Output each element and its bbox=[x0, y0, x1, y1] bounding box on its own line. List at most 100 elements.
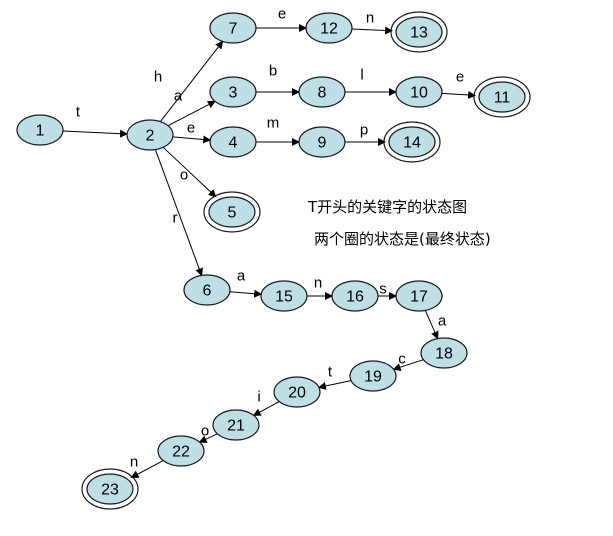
transition-9-14: p bbox=[345, 122, 386, 146]
state-4: 4 bbox=[209, 126, 257, 158]
state-18: 18 bbox=[420, 337, 468, 369]
state-19: 19 bbox=[349, 360, 397, 392]
state-label: 23 bbox=[101, 482, 119, 499]
transition-symbol: a bbox=[174, 88, 183, 105]
transition-arrow bbox=[441, 90, 477, 99]
state-node bbox=[420, 337, 468, 369]
diagram-note: 两个圈的状态是(最终状态) bbox=[314, 230, 491, 248]
transition-2-5: o bbox=[162, 146, 217, 198]
transition-7-12: e bbox=[256, 6, 307, 32]
transition-symbol: i bbox=[257, 389, 260, 406]
transition-arrow bbox=[62, 129, 129, 138]
state-label: 3 bbox=[229, 85, 238, 102]
transition-17-18: a bbox=[424, 310, 447, 340]
transition-symbol: p bbox=[360, 122, 368, 139]
state-node bbox=[395, 280, 443, 312]
transition-arrow bbox=[392, 359, 424, 371]
transition-arrow bbox=[229, 289, 263, 298]
transition-symbol: e bbox=[187, 120, 195, 137]
state-node bbox=[209, 12, 257, 44]
final-state-ring bbox=[203, 191, 261, 233]
state-node bbox=[260, 280, 308, 312]
final-state-ring bbox=[473, 76, 531, 118]
state-label: 14 bbox=[403, 135, 421, 152]
state-node bbox=[183, 274, 231, 306]
state-6: 6 bbox=[183, 274, 231, 306]
state-label: 6 bbox=[203, 283, 212, 300]
transition-2-7: h bbox=[154, 40, 224, 122]
state-node bbox=[298, 126, 346, 158]
state-label: 9 bbox=[318, 135, 327, 152]
diagram-title: T开头的关键字的状态图 bbox=[308, 198, 468, 216]
transition-symbol: e bbox=[456, 69, 464, 86]
final-state-ring bbox=[81, 468, 139, 510]
state-10: 10 bbox=[395, 76, 443, 108]
state-node bbox=[331, 280, 379, 312]
state-node bbox=[349, 360, 397, 392]
transition-symbol: r bbox=[173, 210, 178, 227]
transition-arrow bbox=[159, 40, 224, 122]
transition-1-2: t bbox=[62, 104, 129, 138]
transition-arrow bbox=[351, 26, 394, 35]
state-label: 5 bbox=[228, 205, 237, 222]
transition-20-21: i bbox=[252, 389, 280, 416]
state-node bbox=[395, 76, 443, 108]
transition-symbol: o bbox=[180, 167, 188, 184]
state-14-final: 14 bbox=[383, 121, 441, 163]
transition-4-9: m bbox=[256, 115, 300, 146]
transition-12-13: n bbox=[351, 10, 394, 35]
state-9: 9 bbox=[298, 126, 346, 158]
transition-symbol: t bbox=[328, 364, 333, 381]
transition-symbol: h bbox=[154, 69, 162, 86]
state-label: 21 bbox=[227, 418, 245, 435]
state-label: 22 bbox=[172, 444, 190, 461]
state-label: 17 bbox=[410, 289, 428, 306]
transition-arrow bbox=[424, 310, 439, 340]
state-3: 3 bbox=[209, 76, 257, 108]
transition-19-20: t bbox=[317, 364, 352, 390]
state-node bbox=[388, 126, 436, 158]
transition-18-19: c bbox=[392, 351, 424, 371]
state-17: 17 bbox=[395, 280, 443, 312]
state-5-final: 5 bbox=[203, 191, 261, 233]
state-8: 8 bbox=[298, 76, 346, 108]
transition-arrow bbox=[130, 460, 164, 478]
state-node bbox=[395, 16, 443, 48]
transition-arrow bbox=[162, 146, 217, 198]
transition-10-11: e bbox=[441, 69, 477, 99]
state-node bbox=[16, 114, 64, 146]
state-node bbox=[305, 12, 353, 44]
transition-symbol: m bbox=[267, 115, 280, 132]
state-label: 15 bbox=[275, 289, 293, 306]
state-21: 21 bbox=[212, 409, 260, 441]
transition-symbol: n bbox=[130, 454, 138, 471]
transition-arrow bbox=[317, 380, 352, 390]
state-label: 20 bbox=[288, 385, 306, 402]
state-node bbox=[86, 473, 134, 505]
transition-arrow bbox=[154, 149, 203, 277]
state-node bbox=[209, 76, 257, 108]
state-label: 12 bbox=[320, 21, 338, 38]
transition-2-3: a bbox=[167, 88, 216, 127]
transition-2-4: e bbox=[172, 120, 212, 144]
state-label: 11 bbox=[494, 90, 511, 107]
state-2: 2 bbox=[126, 119, 174, 151]
transition-symbol: a bbox=[438, 313, 447, 330]
transition-arrow bbox=[198, 433, 218, 443]
transition-symbol: n bbox=[314, 275, 322, 292]
transition-21-22: o bbox=[198, 423, 218, 443]
transition-arrow bbox=[172, 135, 212, 144]
state-label: 8 bbox=[318, 85, 327, 102]
transition-6-15: a bbox=[229, 268, 263, 298]
transition-3-8: b bbox=[256, 63, 300, 96]
state-label: 18 bbox=[435, 346, 453, 363]
state-15: 15 bbox=[260, 280, 308, 312]
transition-8-10: l bbox=[345, 67, 397, 96]
transition-symbol: a bbox=[237, 268, 246, 285]
state-7: 7 bbox=[209, 12, 257, 44]
state-label: 10 bbox=[410, 85, 428, 102]
state-node bbox=[298, 76, 346, 108]
state-12: 12 bbox=[305, 12, 353, 44]
